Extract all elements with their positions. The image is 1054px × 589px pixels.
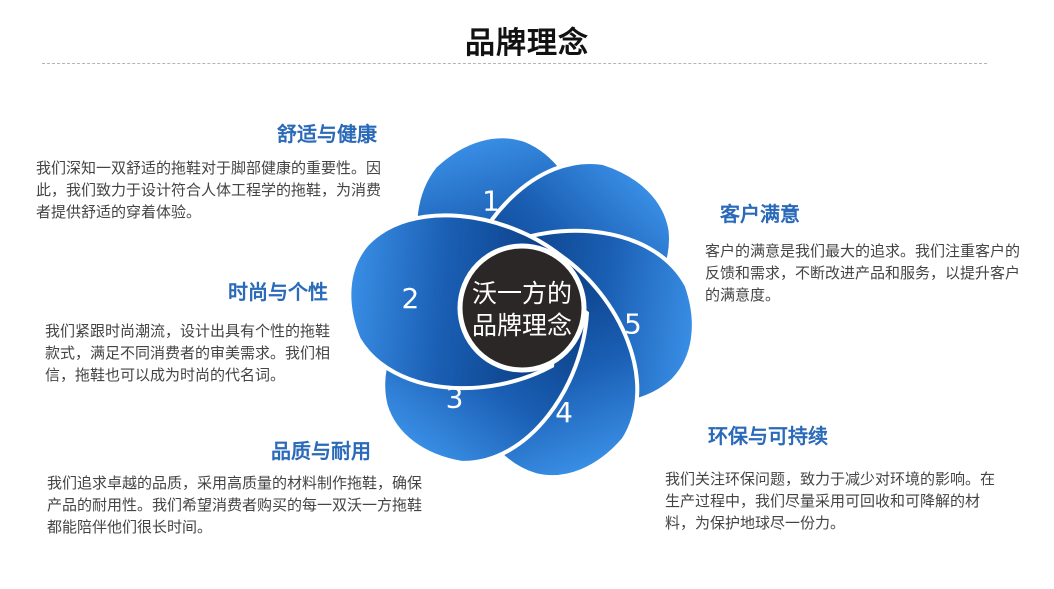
petal-number: 4 bbox=[555, 396, 573, 429]
section-text-satisfaction: 客户的满意是我们最大的追求。我们注重客户的反馈和需求，不断改进产品和服务，以提升… bbox=[705, 242, 1021, 304]
section-text-fashion: 我们紧跟时尚潮流，设计出具有个性的拖鞋款式，满足不同消费者的审美需求。我们相信，… bbox=[45, 322, 331, 384]
petal-number: 2 bbox=[401, 282, 419, 315]
section-heading-comfort: 舒适与健康 bbox=[277, 122, 377, 146]
section-heading-fashion: 时尚与个性 bbox=[228, 280, 328, 304]
section-heading-satisfaction: 客户满意 bbox=[720, 202, 800, 226]
center-label-line1: 沃一方的 bbox=[472, 279, 572, 308]
page-title: 品牌理念 bbox=[465, 26, 589, 61]
section-heading-eco: 环保与可持续 bbox=[708, 424, 828, 448]
title-divider bbox=[42, 63, 987, 64]
section-text-quality: 我们追求卓越的品质，采用高质量的材料制作拖鞋，确保产品的耐用性。我们希望消费者购… bbox=[47, 474, 423, 536]
petal-number: 5 bbox=[624, 308, 642, 341]
section-heading-quality: 品质与耐用 bbox=[271, 439, 371, 463]
section-text-eco: 我们关注环保问题，致力于减少对环境的影响。在生产过程中，我们尽量采用可回收和可降… bbox=[665, 470, 996, 532]
petal-number: 1 bbox=[482, 184, 500, 217]
center-label-line2: 品牌理念 bbox=[472, 311, 572, 340]
center-circle bbox=[457, 243, 587, 373]
section-text-comfort: 我们深知一双舒适的拖鞋对于脚部健康的重要性。因此，我们致力于设计符合人体工程学的… bbox=[36, 159, 382, 221]
